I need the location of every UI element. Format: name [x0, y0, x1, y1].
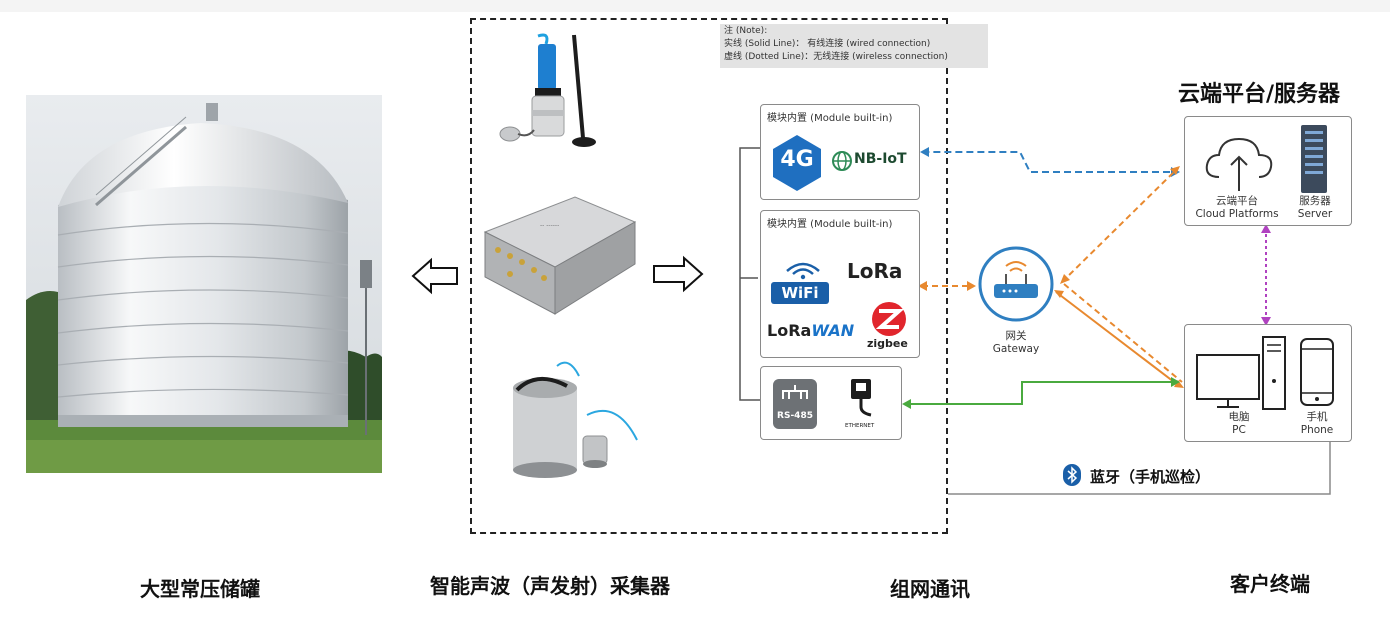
storage-tank-photo [26, 95, 382, 473]
rs485-icon: RS-485 [773, 379, 817, 429]
cylinder-sensor-image [513, 361, 638, 478]
lora-label: LoRa [847, 259, 903, 283]
gateway-icon [978, 246, 1054, 322]
module-cellular: 模块内置 (Module built-in) 4G NB-IoT [760, 104, 920, 200]
cloud-panel: 云端平台 Cloud Platforms 服务器 Server [1184, 116, 1352, 226]
zigbee-label: zigbee [867, 337, 908, 350]
nbiot-globe-icon [832, 151, 852, 171]
gateway-label-cn: 网关 [1005, 330, 1027, 342]
4g-badge-icon [773, 135, 821, 191]
pc-label-cn: 电脑 [1228, 411, 1250, 423]
zigbee-icon [872, 302, 906, 336]
acoustic-sensor-antenna-image [499, 33, 596, 147]
cloud-platform-label-en: Cloud Platforms [1195, 208, 1279, 220]
note-dotted-line: 虚线 (Dotted Line)：无线连接 (wireless connecti… [724, 52, 948, 62]
lorawan-lora-part: LoRa [767, 321, 812, 340]
bluetooth-label: 蓝牙（手机巡检） [1090, 468, 1211, 486]
module-local-wireless-title: 模块内置 (Module built-in) [767, 219, 893, 230]
pc-label-en: PC [1232, 424, 1246, 436]
note-title: 注 (Note): [724, 26, 768, 36]
module-cellular-title: 模块内置 (Module built-in) [767, 113, 893, 124]
wifi-label: WiFi [771, 282, 829, 304]
label-network: 组网通讯 [890, 577, 970, 601]
server-label-cn: 服务器 [1299, 195, 1331, 207]
lorawan-wan-part: WAN [811, 321, 855, 340]
phone-label-en: Phone [1300, 424, 1334, 436]
pc-icon [1196, 336, 1286, 410]
server-icon [1301, 125, 1327, 193]
label-collector: 智能声波（声发射）采集器 [430, 574, 670, 598]
4g-label: 4G [780, 147, 814, 172]
lorawan-label: LoRaWAN [767, 321, 854, 340]
client-panel: 电脑 PC 手机 Phone [1184, 324, 1352, 442]
label-tank: 大型常压储罐 [140, 577, 260, 601]
gateway-label-en: Gateway [992, 343, 1040, 355]
cloud-upload-icon [1205, 137, 1273, 191]
legend-note: 注 (Note): 实线 (Solid Line)： 有线连接 (wired c… [720, 24, 988, 68]
arrow-left-icon [411, 257, 458, 295]
server-label-en: Server [1297, 208, 1333, 220]
cloud-heading: 云端平台/服务器 [1178, 82, 1341, 107]
ethernet-label: ETHERNET [845, 423, 875, 429]
cloud-platform-label-cn: 云端平台 [1216, 195, 1258, 207]
rs485-label: RS-485 [777, 411, 813, 421]
module-wired: RS-485 ETHERNET [760, 366, 902, 440]
note-solid-line: 实线 (Solid Line)： 有线连接 (wired connection) [724, 39, 931, 49]
phone-icon [1300, 338, 1334, 406]
label-client: 客户终端 [1230, 572, 1310, 596]
collector-box-image: -- ------ [483, 196, 637, 315]
ethernet-icon [851, 379, 872, 417]
collector-dashed-frame [470, 18, 948, 534]
svg-text:-- ------: -- ------ [540, 222, 559, 229]
top-band [0, 0, 1390, 12]
arrow-right-icon [653, 255, 704, 293]
bluetooth-icon [1063, 464, 1081, 486]
nbiot-label: NB-IoT [854, 151, 907, 167]
wifi-icon [786, 262, 820, 280]
phone-label-cn: 手机 [1306, 411, 1328, 423]
module-local-wireless: 模块内置 (Module built-in) WiFi LoRa LoRaWAN… [760, 210, 920, 358]
